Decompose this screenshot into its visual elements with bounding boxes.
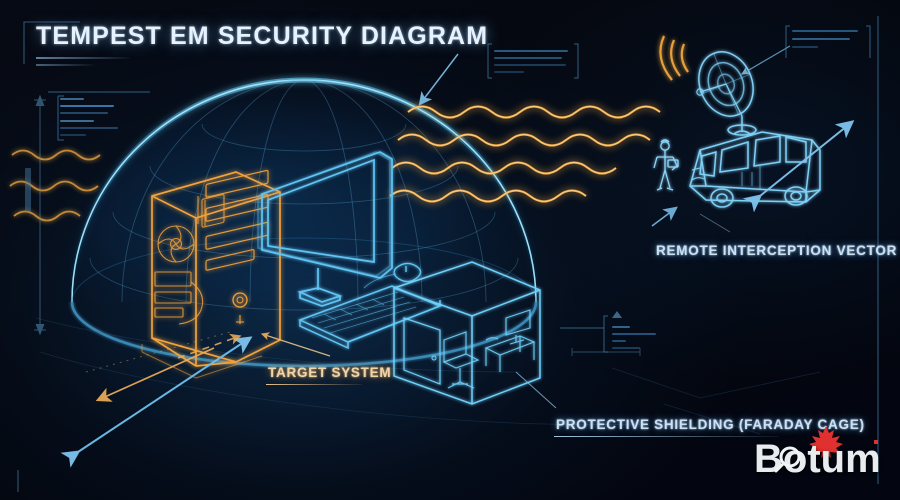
mouse — [363, 262, 422, 289]
page-title: TEMPEST EM SECURITY DIAGRAM — [36, 22, 489, 50]
watermark-text: Botum — [754, 424, 886, 486]
title-rule-2 — [36, 64, 94, 66]
arrow-range-right — [742, 120, 855, 213]
surveillance-van — [689, 131, 821, 208]
maple-leaf-icon — [809, 426, 843, 458]
annotation-arrows — [34, 45, 855, 468]
botum-logo-svg: Botum — [754, 426, 881, 481]
logo-dot — [874, 440, 878, 444]
protective-dome — [69, 77, 539, 368]
callout-top-right-text — [792, 30, 864, 54]
watermark-logo: Botum — [754, 424, 886, 486]
legend-bar-block — [612, 326, 660, 354]
arrow-range-left — [60, 336, 253, 468]
label-protective-shielding-underline — [554, 436, 778, 438]
arrow-to-dome — [418, 53, 459, 106]
keyboard — [298, 285, 443, 350]
label-target-system: TARGET SYSTEM — [268, 365, 392, 380]
label-target-system-underline — [266, 384, 362, 386]
svg-text:Botum: Botum — [754, 437, 881, 476]
callout-frames — [48, 25, 871, 353]
leader-target-system — [260, 332, 331, 357]
faraday-cage-room — [393, 261, 541, 405]
label-remote-interception-vector: REMOTE INTERCEPTION VECTOR — [656, 243, 898, 258]
spec-annotation-block — [60, 98, 122, 138]
side-axis-text — [24, 168, 33, 212]
monitor — [257, 151, 393, 307]
arrow-leak-left — [95, 347, 215, 402]
magnifier-icon — [774, 446, 801, 473]
operator-figure — [653, 139, 679, 191]
callout-top-center-text — [494, 50, 572, 76]
title-rule-1 — [36, 57, 130, 59]
em-waves-left — [9, 149, 101, 222]
frame-corner-bracket — [17, 16, 879, 492]
label-protective-shielding: PROTECTIVE SHIELDING (FARADAY CAGE) — [556, 417, 865, 432]
leader-faraday — [515, 371, 557, 409]
reception-arcs — [659, 35, 689, 81]
office-chair — [442, 331, 480, 389]
satellite-dish — [696, 51, 757, 136]
